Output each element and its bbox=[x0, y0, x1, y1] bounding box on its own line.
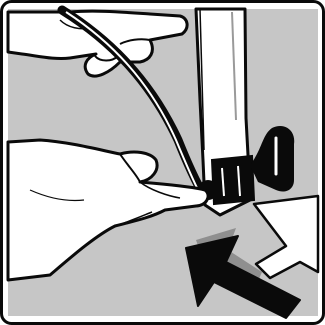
instruction-illustration bbox=[0, 0, 325, 325]
